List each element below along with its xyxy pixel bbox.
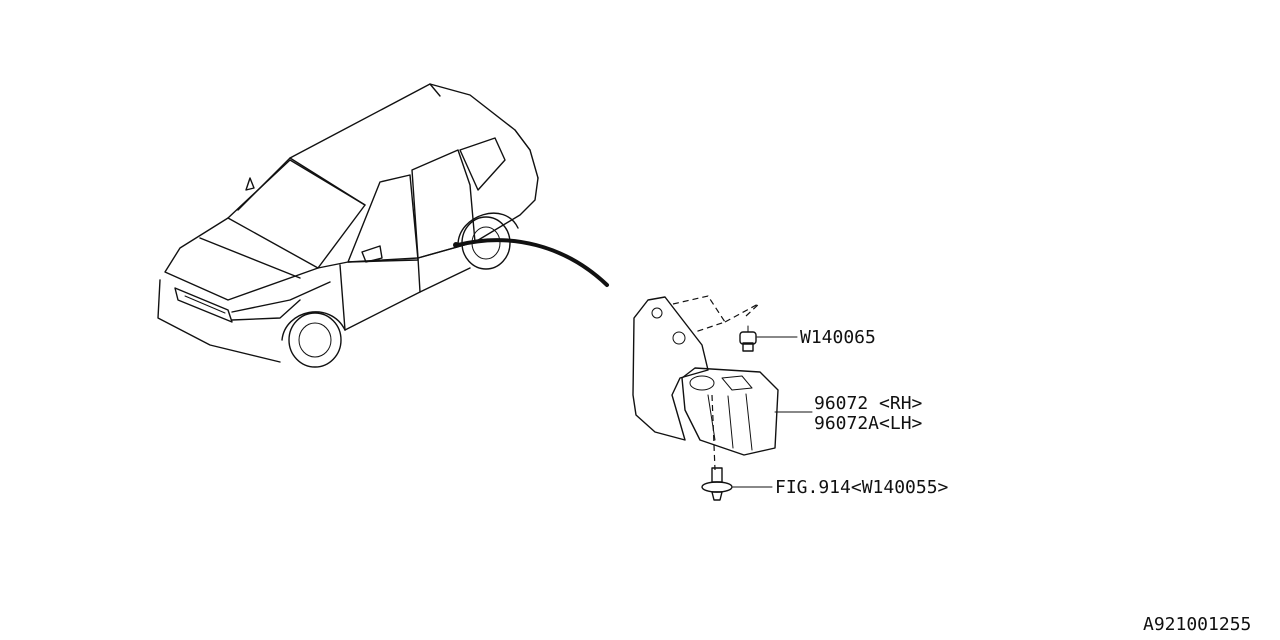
vehicle-illustration bbox=[157, 83, 539, 368]
diagram-code: A921001255 bbox=[1143, 614, 1251, 635]
bracket-lh-part-number: 96072A<LH> bbox=[814, 413, 923, 434]
bolt-icon bbox=[739, 325, 757, 352]
bracket-rh-part-number: 96072 <RH> bbox=[814, 393, 923, 414]
clip-reference: FIG.914<W140055> bbox=[775, 477, 949, 498]
bolt-part-number: W140065 bbox=[800, 327, 876, 348]
clip-icon bbox=[701, 467, 733, 501]
bracket-part-illustration bbox=[632, 295, 779, 471]
location-leader bbox=[456, 238, 609, 287]
